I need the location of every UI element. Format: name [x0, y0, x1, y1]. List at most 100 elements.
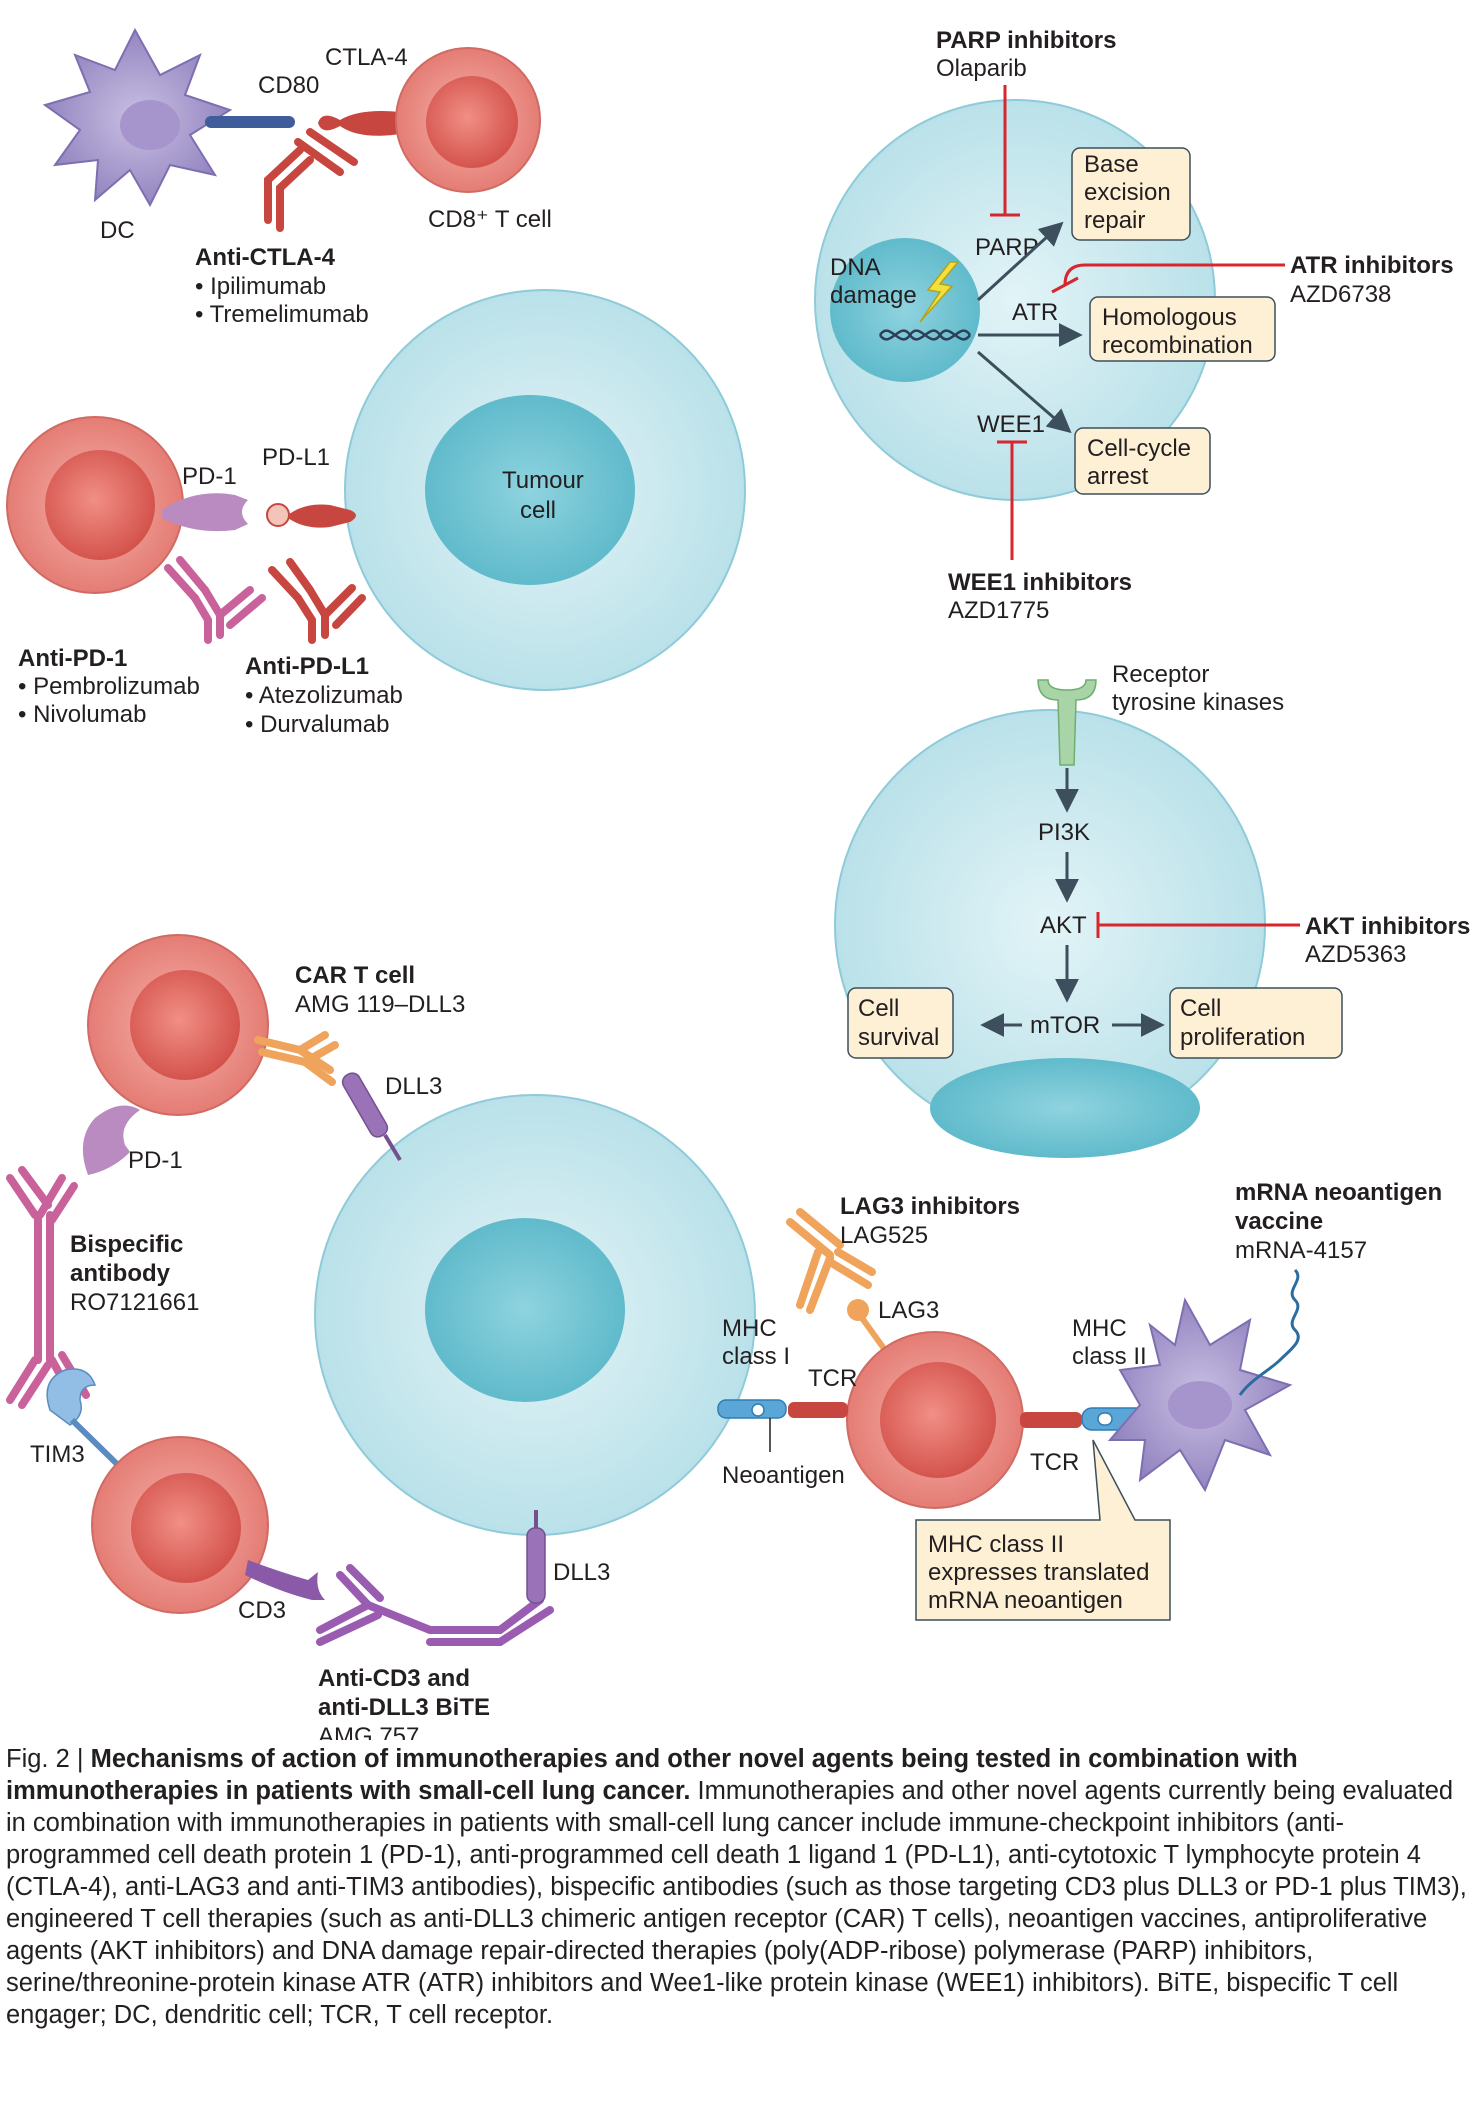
dc-label: DC [100, 217, 135, 244]
vaccine-title-1: mRNA neoantigen [1235, 1179, 1442, 1206]
hr-line-1: Homologous [1102, 304, 1237, 331]
bite-title-2: anti-DLL3 BiTE [318, 1694, 490, 1721]
lightning-icon [919, 261, 960, 323]
anti-ctla4-drug-2: • Tremelimumab [195, 301, 369, 328]
lag3-stalk [859, 1316, 888, 1352]
ber-line-1: Base [1084, 151, 1139, 178]
tumour-nucleus-checkpoint [425, 395, 635, 585]
pi3k-label: PI3K [1038, 819, 1090, 846]
rtk-label-2: tyrosine kinases [1112, 689, 1284, 716]
anti-pdl1-antibody [268, 558, 366, 644]
bispecific-title-1: Bispecific [70, 1231, 183, 1258]
prolif-box [1169, 987, 1343, 1059]
dna-damage-label-1: DNA [830, 254, 881, 281]
parp-label: PARP [975, 234, 1039, 261]
dc-right-nucleus [1168, 1381, 1232, 1429]
hr-box [1089, 296, 1276, 362]
anti-pdl1-title: Anti-PD-L1 [245, 653, 369, 680]
cca-line-1: Cell-cycle [1087, 435, 1191, 462]
mhc1-label-1: MHC [722, 1315, 777, 1342]
pd1-receptor-bottom [82, 1105, 140, 1175]
tcr-1 [788, 1402, 848, 1418]
mhc2-box-line-1: MHC class II [928, 1531, 1064, 1558]
anti-pd1-title: Anti-PD-1 [18, 645, 127, 672]
t-cell-tcr-nucleus [880, 1362, 996, 1478]
bispecific-drug: RO7121661 [70, 1289, 199, 1316]
t-cell-bite-nucleus [131, 1473, 241, 1583]
dll3-top-label: DLL3 [385, 1073, 442, 1100]
cca-line-2: arrest [1087, 463, 1149, 490]
pd1-receptor [162, 493, 248, 532]
tumour-label-1: Tumour [502, 467, 584, 494]
mhc2-label-2: class II [1072, 1343, 1147, 1370]
bite-title-1: Anti-CD3 and [318, 1665, 470, 1692]
akt-panel: Receptor tyrosine kinases PI3K AKT mTOR … [834, 661, 1470, 1158]
lag3-inhib-drug: LAG525 [840, 1222, 928, 1249]
cca-box [1074, 427, 1211, 495]
akt-inhib-title: AKT inhibitors [1305, 913, 1470, 940]
mhc-class1 [717, 1399, 787, 1419]
parp-inhib-title: PARP inhibitors [936, 27, 1116, 54]
akt-inhibition-line [1096, 912, 1300, 938]
tumour-nucleus-akt [930, 1058, 1200, 1158]
ddr-panel: PARP inhibitors Olaparib DNA damage PARP… [814, 27, 1454, 624]
cd80-receptor [205, 116, 295, 128]
pd1-bottom-label: PD-1 [128, 1147, 183, 1174]
figure-caption: Fig. 2 | Mechanisms of action of immunot… [6, 1743, 1476, 2031]
anti-pd1-drug-1: • Pembrolizumab [18, 673, 200, 700]
cd8-label: CD8⁺ T cell [428, 206, 552, 233]
cd80-label: CD80 [258, 72, 319, 99]
cd3-label: CD3 [238, 1597, 286, 1624]
atr-inhibition-line [1051, 263, 1285, 294]
mtor-label: mTOR [1030, 1012, 1100, 1039]
vaccine-drug: mRNA-4157 [1235, 1237, 1367, 1264]
wee1-inhib-title: WEE1 inhibitors [948, 569, 1132, 596]
dna-damage-label-2: damage [830, 282, 917, 309]
anti-ctla4-title: Anti-CTLA-4 [195, 244, 336, 271]
cd3-receptor [245, 1560, 325, 1600]
bottom-panel: CAR T cell AMG 119–DLL3 DLL3 PD-1 [6, 934, 1442, 1740]
pd1-label: PD-1 [182, 463, 237, 490]
caption-body: Immunotherapies and other novel agents c… [6, 1777, 1467, 2029]
lag3-receptor-head [847, 1299, 869, 1321]
anti-pd1-antibody [164, 556, 266, 644]
parp-inhib-drug: Olaparib [936, 55, 1027, 82]
tcr-label-1: TCR [808, 1365, 857, 1392]
hr-line-2: recombination [1102, 332, 1253, 359]
atr-label: ATR [1012, 299, 1058, 326]
lag3-inhib-title: LAG3 inhibitors [840, 1193, 1020, 1220]
rtk-receptor [1037, 679, 1097, 766]
t-cell-pd1-nucleus [45, 450, 155, 560]
mhc2-box-line-3: mRNA neoantigen [928, 1587, 1123, 1614]
arrow-to-ber [976, 221, 1064, 302]
ctla4-label: CTLA-4 [325, 44, 408, 71]
tcr-label-2: TCR [1030, 1449, 1079, 1476]
prolif-line-2: proliferation [1180, 1024, 1305, 1051]
mrna-icon [1238, 1268, 1300, 1396]
tim3-label: TIM3 [30, 1441, 85, 1468]
lag3-label: LAG3 [878, 1297, 939, 1324]
atr-inhib-title: ATR inhibitors [1290, 252, 1454, 279]
tumour-label-2: cell [520, 497, 556, 524]
mhc2-callout [915, 1439, 1171, 1621]
pdl1-ligand-head [266, 503, 290, 527]
arrow-to-cca [977, 350, 1072, 434]
car-t-title: CAR T cell [295, 962, 415, 989]
bite-antibody [316, 1564, 554, 1646]
anti-ctla4-antibody [264, 128, 358, 232]
dll3-top [341, 1072, 402, 1162]
anti-pdl1-drug-1: • Atezolizumab [245, 682, 403, 709]
ber-line-3: repair [1084, 207, 1145, 234]
dll3-bottom [526, 1510, 546, 1604]
figure-diagram: DC CD80 CTLA-4 CD8⁺ T cell Anti-CTLA-4 •… [6, 27, 1470, 1740]
survival-box [847, 987, 954, 1059]
anti-pd1-drug-2: • Nivolumab [18, 701, 146, 728]
tim3-stalk [69, 1417, 121, 1468]
akt-label: AKT [1040, 912, 1087, 939]
car-t-cell-nucleus [130, 970, 240, 1080]
lag3-inhibitor-antibody [786, 1208, 876, 1314]
tim3-receptor [46, 1368, 97, 1426]
checkpoint-panel: DC CD80 CTLA-4 CD8⁺ T cell Anti-CTLA-4 •… [6, 27, 746, 738]
wee1-label: WEE1 [977, 411, 1045, 438]
parp-inhibition-line [990, 85, 1020, 217]
